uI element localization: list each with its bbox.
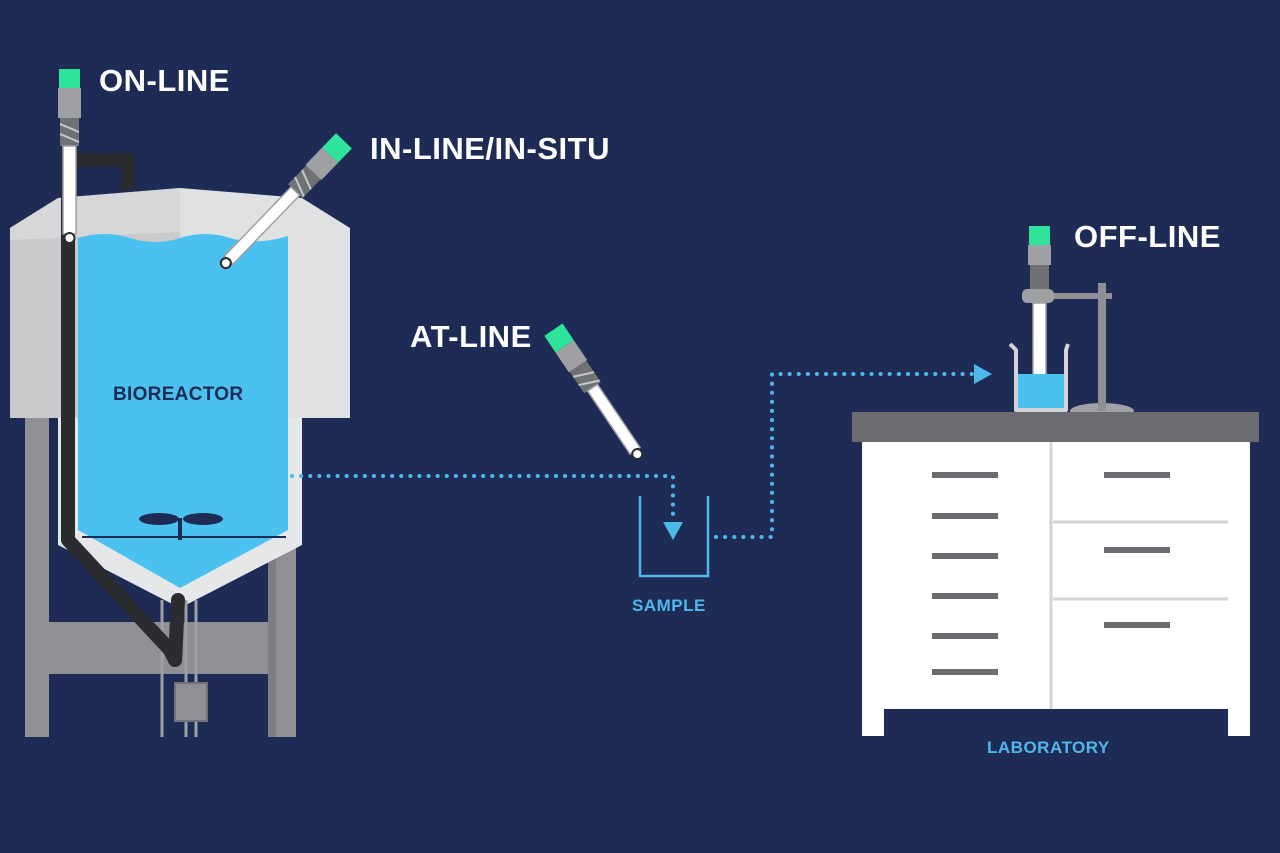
laboratory-label: LABORATORY [987, 738, 1110, 757]
off-line-label: OFF-LINE [1074, 219, 1221, 254]
sample-flow [290, 364, 992, 578]
bioreactor-liquid [78, 234, 288, 588]
bioreactor [10, 143, 350, 737]
sample-container [638, 496, 710, 578]
beaker [1008, 342, 1070, 412]
on-line-probe-head [59, 69, 80, 88]
lab-bench [852, 226, 1259, 736]
on-line-label: ON-LINE [99, 63, 230, 98]
recirculation-pipe [61, 143, 185, 667]
bench-top [852, 412, 1259, 442]
lab-flow-arrow [974, 364, 992, 384]
in-line-probe-head [322, 133, 352, 163]
at-line-label: AT-LINE [410, 319, 532, 354]
sample-label: SAMPLE [632, 596, 706, 615]
lab-flow-line [714, 372, 974, 539]
sample-flow-arrow [663, 522, 683, 540]
sample-flow-line [290, 474, 675, 520]
bioreactor-label: BIOREACTOR [113, 384, 244, 405]
on-line-probe [58, 69, 81, 244]
in-line-label: IN-LINE/IN-SITU [370, 131, 610, 166]
at-line-probe [544, 323, 644, 461]
in-line-probe [219, 133, 352, 270]
impeller [139, 513, 223, 540]
off-line-probe-head [1029, 226, 1050, 245]
bottom-valve [160, 600, 208, 737]
bench-cabinet [862, 442, 1250, 736]
at-line-probe-head [544, 323, 574, 353]
